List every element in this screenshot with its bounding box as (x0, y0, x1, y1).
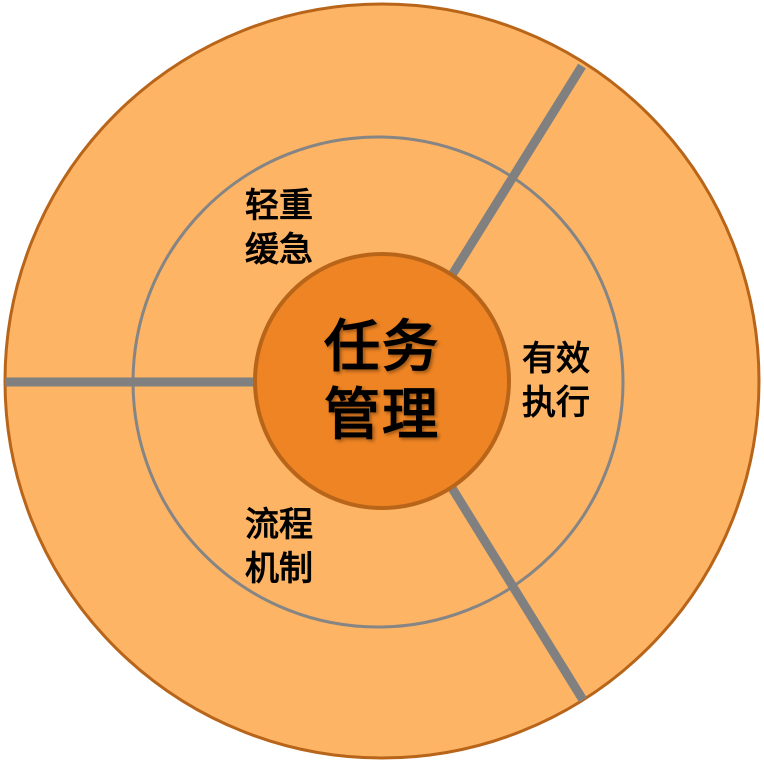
segment-label-priority: 轻重 缓急 (245, 184, 313, 272)
center-label: 任务 管理 (254, 253, 510, 510)
divider-lower-right (448, 485, 587, 703)
segment-priority-line1: 轻重 (245, 186, 313, 226)
segment-priority-line2: 缓急 (245, 230, 313, 270)
segment-label-execution: 有效 执行 (522, 337, 590, 425)
divider-upper-right (448, 63, 586, 278)
inner-circle (253, 252, 511, 510)
segment-process-line1: 流程 (245, 505, 313, 545)
segment-execution-line1: 有效 (522, 339, 590, 379)
segment-label-process: 流程 机制 (245, 503, 313, 591)
segment-process-line2: 机制 (245, 549, 313, 589)
center-label-line2: 管理 (324, 382, 440, 448)
segment-execution-line2: 执行 (522, 383, 590, 423)
center-label-line1: 任务 (324, 315, 440, 381)
